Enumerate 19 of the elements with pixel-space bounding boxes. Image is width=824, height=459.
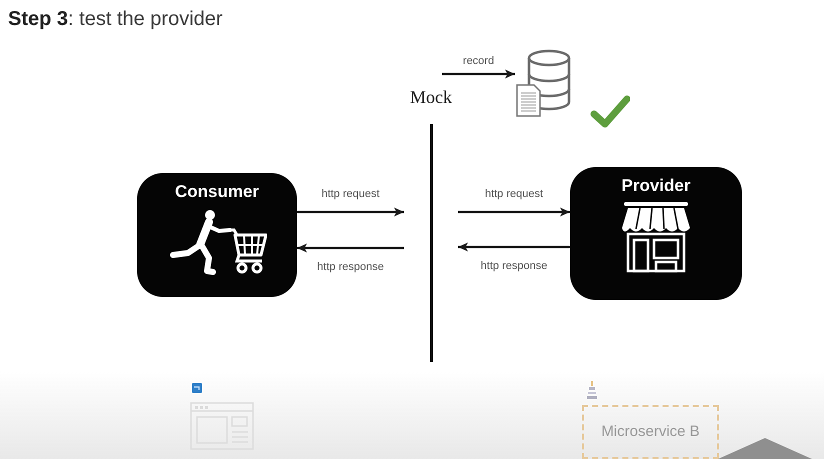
arrow	[458, 208, 570, 216]
service-box	[582, 405, 719, 459]
node-title: Provider	[622, 175, 690, 197]
edge-label: http response	[478, 259, 550, 273]
node-label: Microservice B	[601, 422, 700, 442]
system-box	[570, 167, 742, 300]
arrow	[442, 70, 515, 78]
database-with-document-icon	[515, 48, 571, 118]
system-box	[137, 173, 297, 297]
slide-title: Step 3: test the provider	[8, 7, 223, 32]
edge-label: http request	[482, 187, 546, 201]
edge-label: http response	[315, 260, 386, 274]
arrow	[297, 244, 404, 252]
edge-label: http request	[319, 187, 382, 201]
triangle-shape	[718, 438, 812, 459]
node-title: Consumer	[174, 181, 260, 203]
arrow	[297, 208, 404, 216]
arrow	[458, 242, 570, 252]
node-label: Mock	[410, 86, 452, 108]
